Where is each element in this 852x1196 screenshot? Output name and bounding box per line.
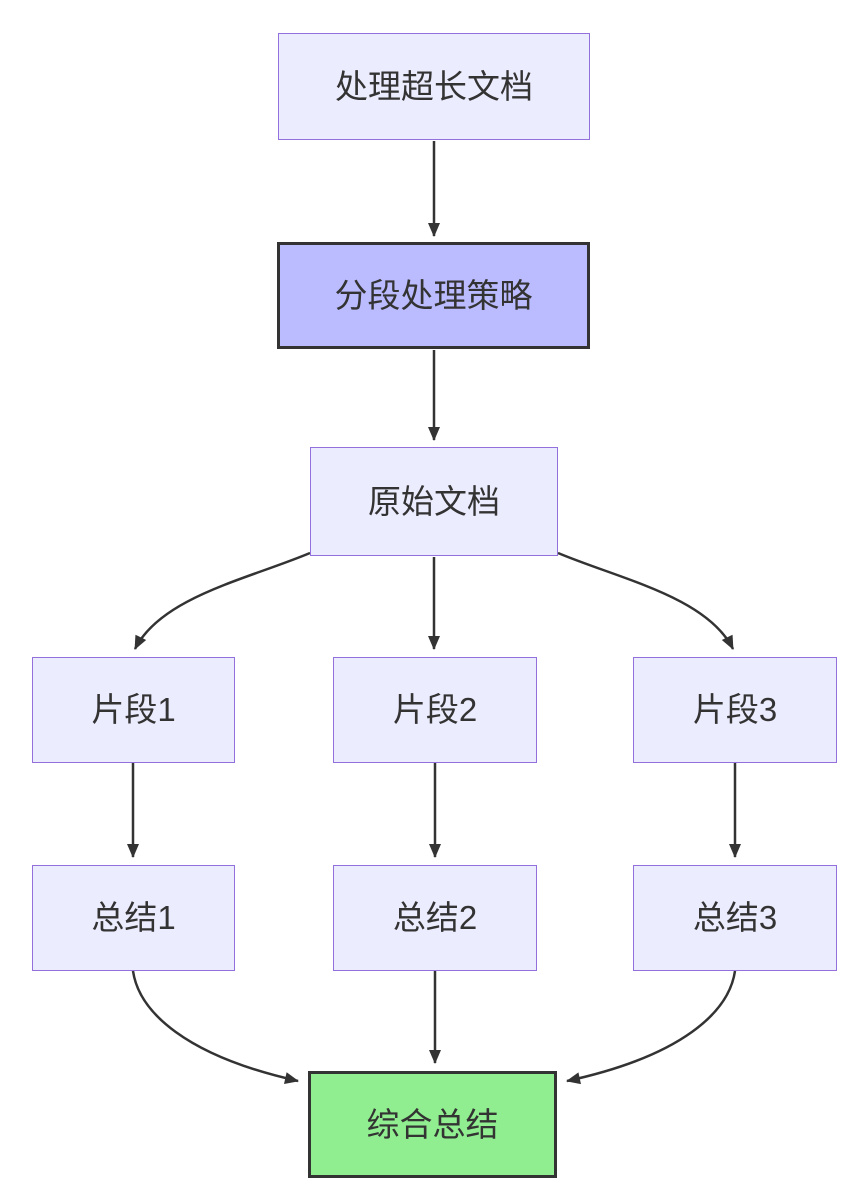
node-fragment-3: 片段3 (633, 657, 837, 763)
node-strategy-label: 分段处理策略 (334, 276, 533, 314)
node-fragment-3-label: 片段3 (692, 691, 778, 729)
edge-summary-1-final (131, 970, 299, 1085)
edge-summary-3-final (566, 970, 737, 1085)
node-summary-2: 总结2 (333, 865, 537, 971)
node-final-summary-label: 综合总结 (366, 1105, 499, 1143)
node-fragment-2: 片段2 (333, 657, 537, 763)
node-summary-2-label: 总结2 (392, 899, 478, 937)
edge-source-doc-fragment-1 (133, 551, 311, 650)
edge-source-doc-fragment-3 (557, 551, 735, 650)
node-fragment-1-label: 片段1 (91, 691, 176, 729)
node-start-label: 处理超长文档 (335, 67, 533, 105)
node-fragment-2-label: 片段2 (392, 691, 478, 729)
node-start: 处理超长文档 (278, 33, 590, 140)
node-strategy: 分段处理策略 (277, 242, 590, 349)
node-source-doc-label: 原始文档 (368, 482, 500, 520)
node-final-summary: 综合总结 (308, 1071, 557, 1178)
node-summary-1: 总结1 (32, 865, 235, 971)
node-summary-3-label: 总结3 (692, 899, 778, 937)
node-fragment-1: 片段1 (32, 657, 235, 763)
node-summary-3: 总结3 (633, 865, 837, 971)
node-summary-1-label: 总结1 (91, 899, 176, 937)
node-source-doc: 原始文档 (310, 447, 558, 556)
